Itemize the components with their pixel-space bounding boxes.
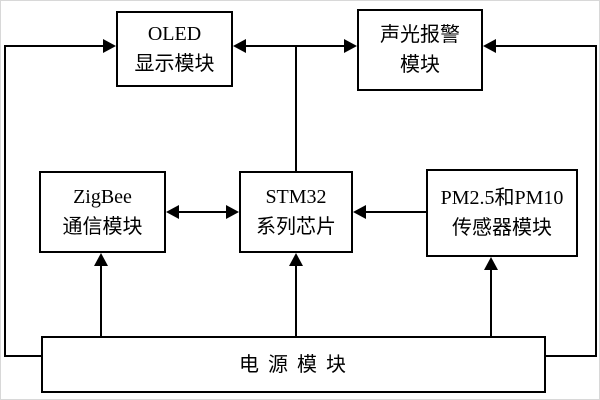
block-label: 模块 (400, 54, 440, 76)
block-sound-light-alarm-module: 声光报警 模块 (357, 9, 483, 91)
arrowhead-into-stm32-bottom-icon (289, 253, 303, 266)
arrowhead-into-stm32-left-icon (226, 205, 239, 219)
block-label: OLED (147, 23, 202, 45)
connector-power-stm32 (295, 265, 297, 336)
block-label: PM2.5和PM10 (440, 187, 564, 209)
connector-stm32-alarm (295, 45, 345, 47)
block-pm-sensor-module: PM2.5和PM10 传感器模块 (426, 169, 578, 257)
connector-sensor-stm32 (365, 211, 426, 213)
arrowhead-into-oled-left-icon (103, 39, 116, 53)
connector-power-alarm (546, 355, 597, 357)
block-label: 显示模块 (134, 53, 215, 75)
block-zigbee-comm-module: ZigBee 通信模块 (39, 171, 166, 253)
block-label: 传感器模块 (452, 217, 552, 239)
block-label: 电 源 模 块 (239, 353, 348, 376)
connector-power-oled (5, 355, 41, 357)
arrowhead-into-alarm-left-icon (344, 39, 357, 53)
arrowhead-into-sensor-bottom-icon (484, 257, 498, 270)
connector-stm32-top (295, 45, 297, 171)
arrowhead-into-zigbee-icon (166, 205, 179, 219)
block-label: ZigBee (73, 186, 132, 208)
block-power-module: 电 源 模 块 (41, 336, 546, 393)
connector-stm32-oled (245, 45, 297, 47)
connector-zigbee-stm32 (178, 211, 227, 213)
block-stm32-chip: STM32 系列芯片 (239, 171, 353, 253)
block-oled-display-module: OLED 显示模块 (116, 11, 233, 87)
connector-power-alarm (595, 45, 597, 357)
block-label: 通信模块 (62, 216, 143, 238)
block-label: STM32 (265, 186, 327, 208)
connector-power-oled (4, 45, 104, 47)
connector-power-oled (4, 45, 6, 357)
block-label: 声光报警 (380, 24, 460, 46)
arrowhead-into-stm32-right-icon (353, 205, 366, 219)
arrowhead-into-alarm-right-icon (483, 39, 496, 53)
connector-power-sensor (490, 269, 492, 336)
connector-power-alarm (496, 45, 597, 47)
block-label: 系列芯片 (256, 216, 336, 238)
connector-power-zigbee (100, 265, 102, 336)
arrowhead-into-oled-right-icon (233, 39, 246, 53)
arrowhead-into-zigbee-bottom-icon (94, 253, 108, 266)
